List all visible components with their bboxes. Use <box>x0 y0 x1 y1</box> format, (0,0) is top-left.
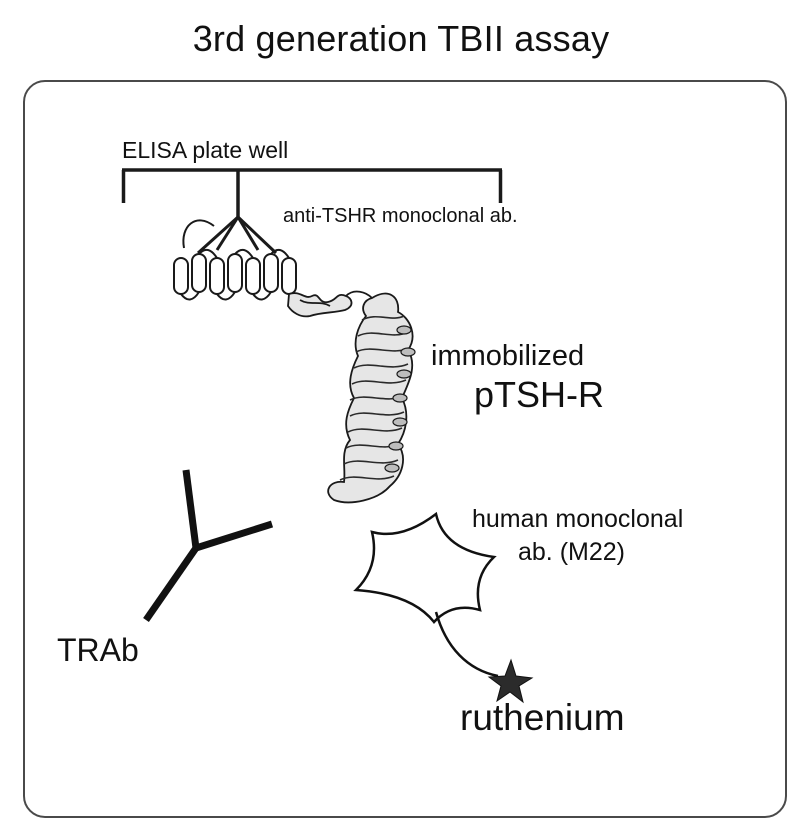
elisa-plate-well-label: ELISA plate well <box>122 137 289 163</box>
ptsh-r-label: pTSH-R <box>474 374 605 415</box>
receptor-linker <box>287 290 373 318</box>
ptsh-r-extracellular-domain <box>327 292 416 504</box>
trab-label: TRAb <box>57 632 139 668</box>
diagram-frame <box>23 80 787 818</box>
elisa-bracket <box>121 168 503 217</box>
anti-tshr-label: anti-TSHR monoclonal ab. <box>283 205 518 227</box>
ruthenium-star-icon <box>487 658 534 704</box>
receptor-transmembrane-domain <box>173 219 297 301</box>
ruthenium-label: ruthenium <box>460 697 625 738</box>
m22-label: ab. (M22) <box>518 538 625 566</box>
trab-antibody <box>143 469 274 622</box>
immobilized-label: immobilized <box>431 340 585 372</box>
anti-tshr-antibody <box>196 215 278 255</box>
human-monoclonal-label: human monoclonal <box>472 505 684 533</box>
diagram-title: 3rd generation TBII assay <box>192 18 610 59</box>
ruthenium-linker <box>434 611 499 678</box>
m22-antibody <box>353 511 497 624</box>
